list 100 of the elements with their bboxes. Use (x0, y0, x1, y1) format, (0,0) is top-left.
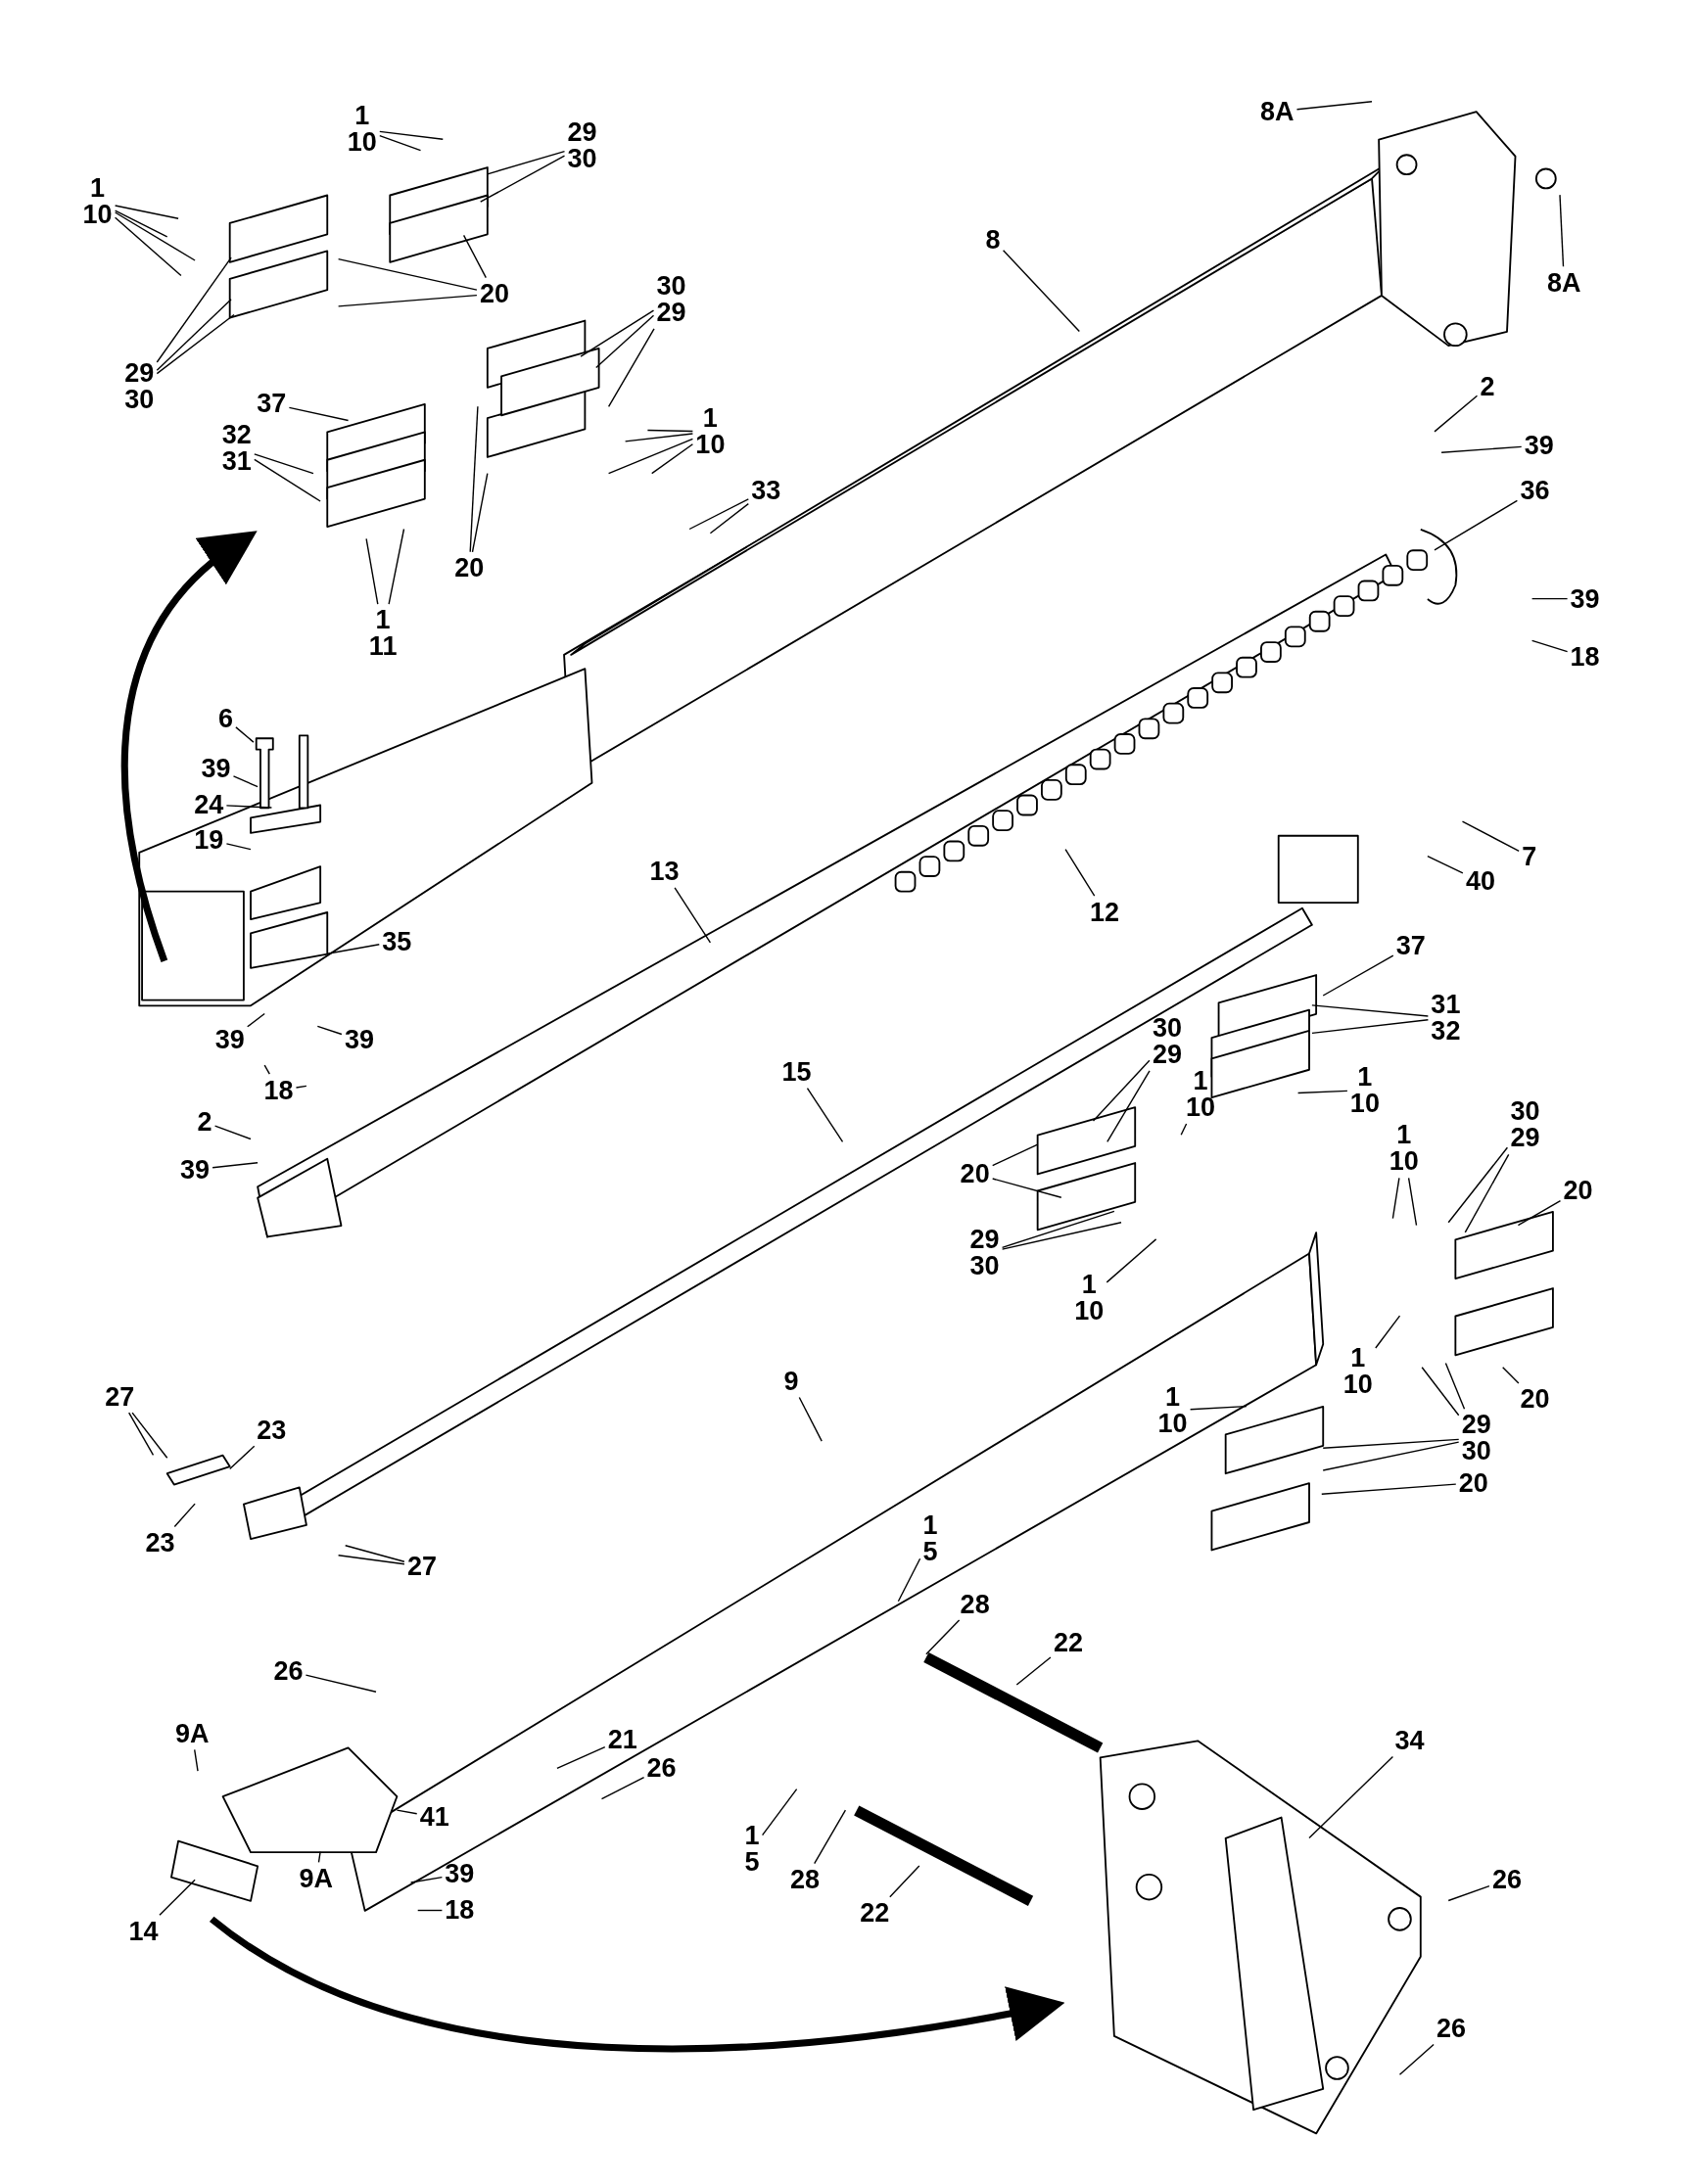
leader-line (462, 234, 487, 279)
leader-line (471, 472, 489, 553)
leader-line (1398, 2043, 1435, 2075)
leader-line (1321, 1483, 1457, 1495)
leader-line (345, 1545, 405, 1562)
leader-line (1375, 1315, 1401, 1349)
callout-number: 15 (781, 1058, 812, 1086)
leader-line (1180, 1123, 1188, 1136)
callout-number: 22 (860, 1899, 890, 1927)
leader-line (1308, 1755, 1394, 1839)
leader-line (1447, 1884, 1490, 1902)
callout-number: 26 (1436, 2015, 1467, 2042)
leader-line (288, 406, 350, 422)
leader-line (624, 433, 694, 442)
callout-number: 30 29 (656, 272, 686, 326)
leader-line (580, 309, 655, 357)
callout-number: 6 (217, 705, 233, 732)
callout-number: 39 (1524, 432, 1554, 459)
leader-line (326, 944, 380, 954)
callout-number: 20 (960, 1160, 990, 1187)
leader-line (388, 528, 405, 605)
leader-line (225, 843, 252, 851)
callout-number: 36 (1520, 477, 1550, 504)
callout-number: 29 30 (124, 360, 155, 414)
leader-line (480, 155, 566, 203)
leader-line (337, 294, 478, 307)
leader-line (992, 1143, 1039, 1167)
callout-number: 12 (1089, 899, 1119, 926)
callout-number: 30 29 (1510, 1098, 1540, 1152)
leader-line (114, 216, 182, 277)
leader-line (1015, 1656, 1052, 1686)
leader-line (1322, 1438, 1460, 1449)
callout-number: 35 (382, 928, 412, 954)
leader-line (316, 1025, 343, 1036)
leader-line (114, 205, 179, 219)
callout-number: 40 (1465, 867, 1495, 895)
leader-line (709, 502, 749, 534)
leader-line (1296, 1090, 1348, 1094)
leader-line (1092, 1059, 1151, 1122)
callout-number: 24 (194, 791, 224, 818)
callout-number: 30 29 (1152, 1014, 1182, 1068)
callout-number: 1 10 (695, 404, 726, 458)
leader-line (1464, 1153, 1510, 1233)
leader-line (254, 453, 314, 475)
leader-line (469, 405, 479, 553)
callout-number: 26 (273, 1657, 304, 1685)
callout-number: 37 (1395, 932, 1426, 959)
leader-line (1106, 1238, 1157, 1283)
leader-line (646, 429, 694, 433)
leader-line (1434, 395, 1479, 433)
callout-number: 20 (1520, 1385, 1550, 1413)
callout-number: 18 (263, 1077, 294, 1104)
callout-number: 1 10 (82, 175, 113, 229)
leader-line (1427, 856, 1464, 874)
leader-line (992, 1178, 1062, 1198)
leader-line (156, 313, 235, 375)
callout-number: 20 (454, 554, 485, 581)
callout-number: 1 11 (368, 607, 398, 661)
leader-line (365, 537, 379, 605)
callout-number: 20 (479, 280, 509, 307)
leader-line (798, 1396, 823, 1442)
callout-number: 23 (145, 1529, 175, 1557)
callout-number: 1 10 (1349, 1063, 1380, 1117)
callout-number: 28 (960, 1591, 990, 1618)
leader-line (1322, 1441, 1460, 1471)
leader-line (305, 1674, 377, 1693)
leader-line (114, 209, 168, 238)
callout-number: 39 (201, 755, 231, 782)
callout-number: 23 (257, 1417, 287, 1444)
leader-line (229, 1445, 256, 1470)
leader-line (897, 1557, 921, 1603)
callout-number: 32 31 (221, 422, 252, 475)
callout-number: 8A (1547, 269, 1581, 297)
leader-line (600, 1776, 645, 1800)
callout-number: 1 5 (922, 1511, 938, 1565)
callout-number: 2 (197, 1108, 212, 1136)
callout-number: 31 32 (1431, 991, 1461, 1045)
callout-number: 22 (1053, 1629, 1083, 1656)
leader-line (409, 1876, 444, 1883)
callout-number: 33 (751, 477, 781, 504)
leader-line (247, 1012, 265, 1028)
leader-line (814, 1809, 847, 1865)
leader-line (114, 211, 196, 261)
callout-number: 20 (1563, 1177, 1593, 1204)
leader-line (1311, 1004, 1430, 1017)
callout-number: 1 10 (1186, 1067, 1216, 1121)
callout-number: 26 (1491, 1866, 1522, 1893)
leader-line (1001, 1222, 1122, 1250)
leader-line (1530, 597, 1569, 600)
callout-number: 37 (257, 390, 287, 417)
leader-line (674, 887, 712, 944)
callout-number: 13 (649, 858, 680, 885)
leader-line (379, 135, 422, 152)
callout-number: 8A (1260, 98, 1295, 125)
leader-line (159, 1879, 196, 1916)
callout-number: 18 (445, 1896, 475, 1924)
callout-number: 19 (194, 826, 224, 854)
leader-line (417, 1909, 444, 1912)
callout-number: 29 30 (1461, 1412, 1491, 1465)
leader-line (761, 1789, 798, 1836)
